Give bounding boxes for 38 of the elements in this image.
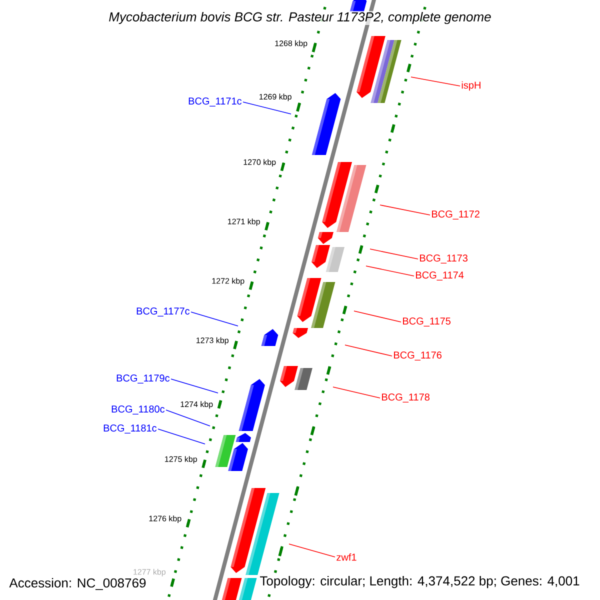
gene-label: BCG_1179c (116, 374, 170, 384)
tick-label: 1271 kbp (228, 218, 260, 226)
gene-label: BCG_1181c (104, 424, 157, 434)
leader-line (170, 378, 218, 394)
leader-line (380, 204, 430, 216)
gene-label: BCG_1173 (420, 254, 468, 264)
leader-line (288, 544, 336, 558)
tick-label: 1268 kbp (275, 40, 308, 48)
tick-label: 1273 kbp (196, 337, 228, 345)
leader-line (370, 248, 418, 260)
leader-line (166, 410, 210, 426)
gene-label: BCG_1175 (403, 318, 451, 326)
gene-label: BCG_1172 (432, 210, 480, 220)
leader-line (410, 76, 460, 86)
gene-label: BCG_1178 (382, 394, 430, 402)
gene-label: BCG_1177c (136, 308, 190, 316)
tick-label: 1272 kbp (212, 278, 244, 286)
leader-line (354, 310, 402, 322)
gene-label: BCG_1171c (188, 98, 242, 106)
tick-label: 1277 kbp (134, 568, 166, 576)
accession-text: Accession: NC_008769 (9, 578, 146, 590)
leader-line (344, 344, 392, 356)
leader-line (190, 312, 238, 326)
tick-label: 1269 kbp (259, 94, 292, 102)
gene-label: ispH (462, 81, 480, 91)
leader-line (332, 386, 380, 398)
gene-label: BCG_1176 (394, 352, 442, 360)
tick-label: 1274 kbp (180, 401, 213, 409)
leader-line (366, 266, 414, 276)
leader-line (242, 102, 292, 114)
gene-label: zwf1 (336, 553, 356, 561)
tick-label: 1270 kbp (244, 159, 276, 167)
gene-label: BCG_1180c (112, 406, 165, 414)
gene-label: BCG_1174 (416, 272, 464, 280)
leader-line (158, 428, 206, 444)
tick-label: 1276 kbp (149, 515, 182, 523)
tick-label: 1275 kbp (165, 456, 197, 464)
title: Mycobacterium bovis BCG str. Pasteur 1173P2, complete genome (108, 10, 492, 26)
